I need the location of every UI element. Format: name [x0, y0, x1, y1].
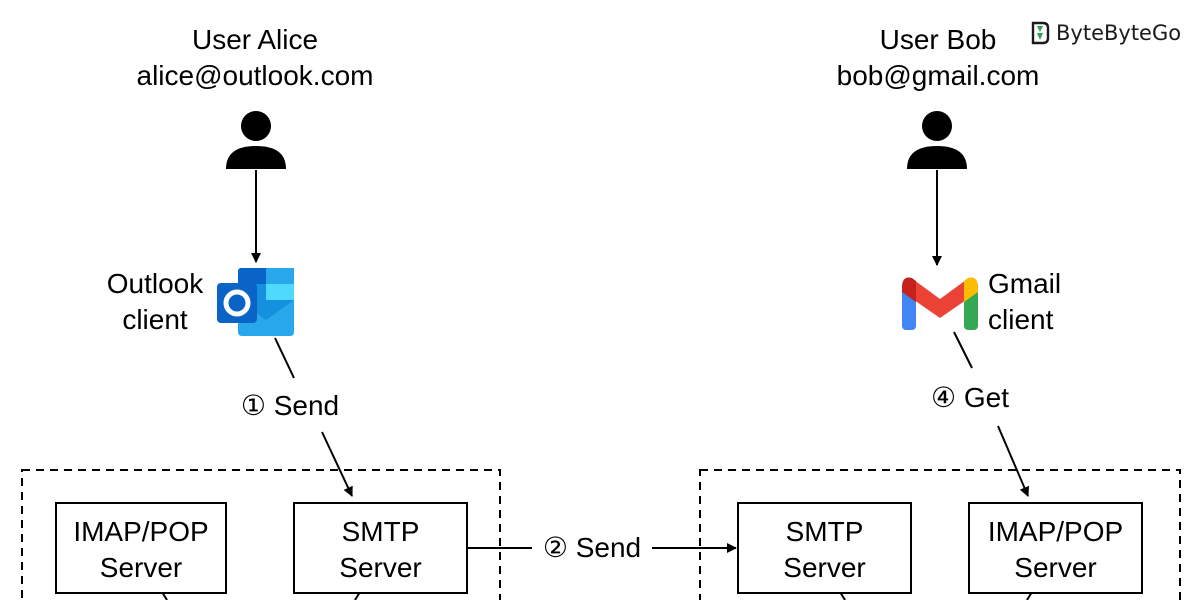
- outlook-smtp-server: SMTP Server: [293, 502, 468, 594]
- step4-text: Get: [963, 382, 1010, 413]
- step2-text: Send: [575, 532, 642, 563]
- bob-email: bob@gmail.com: [836, 60, 1040, 91]
- bytebytego-logo-icon: [1031, 21, 1050, 45]
- alice-email: alice@outlook.com: [136, 60, 374, 91]
- outlook-icon: [217, 268, 294, 336]
- outlook-imap-line2: Server: [99, 552, 183, 583]
- gmail-client-label-line2: client: [988, 304, 1054, 335]
- gmail-smtp-line1: SMTP: [785, 516, 864, 547]
- gmail-imap-pop-server: IMAP/POP Server: [968, 502, 1143, 594]
- gmail-server-group: [699, 469, 1181, 600]
- gmail-imap-line2: Server: [1014, 552, 1097, 583]
- outlook-server-group: [21, 469, 501, 600]
- gmail-smtp-server: SMTP Server: [737, 502, 912, 594]
- outlook-imap-line1: IMAP/POP: [73, 516, 209, 547]
- outlook-imap-pop-server: IMAP/POP Server: [55, 502, 227, 594]
- outlook-smtp-line2: Server: [339, 552, 422, 583]
- gmail-get-arrow: [997, 425, 1030, 497]
- outlook-client-label-line1: Outlook: [106, 268, 204, 299]
- outlook-send-line: [274, 337, 295, 379]
- gmail-imap-line1: IMAP/POP: [987, 516, 1124, 547]
- outlook-client-label-line2: client: [122, 304, 188, 335]
- brand-logo: ByteByteGo: [1030, 18, 1181, 48]
- step4-marker: ④: [930, 382, 957, 413]
- gmail-icon: [902, 277, 978, 330]
- step1-marker: ①: [240, 390, 266, 421]
- step2-marker: ②: [542, 532, 568, 563]
- gmail-get-line: [953, 331, 973, 369]
- alice-title: User Alice: [191, 24, 319, 55]
- step4-label: ④ Get: [910, 380, 1030, 416]
- gmail-smtp-line2: Server: [783, 552, 866, 583]
- bob-title: User Bob: [879, 24, 997, 55]
- step1-label: ① Send: [220, 388, 360, 424]
- step1-text: Send: [273, 390, 340, 421]
- step2-label: ② Send: [532, 530, 652, 566]
- outlook-smtp-line1: SMTP: [341, 516, 420, 547]
- alice-user-icon: [226, 111, 286, 169]
- gmail-client-label-line1: Gmail: [988, 268, 1062, 299]
- brand-name: ByteByteGo: [1056, 21, 1182, 45]
- outlook-send-arrow: [321, 431, 353, 497]
- bob-user-icon: [907, 111, 967, 169]
